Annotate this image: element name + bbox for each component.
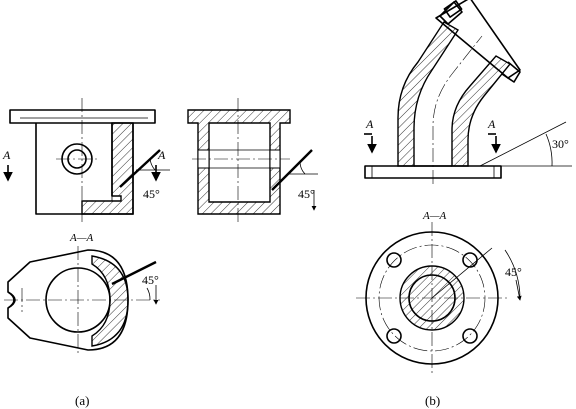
angle-label-section-a: 45°	[142, 273, 159, 287]
section-marker-right-a: A	[151, 148, 166, 182]
section-marker-left-a: A	[2, 148, 13, 182]
section-view-label-a: A—A	[69, 232, 94, 244]
angle-annotation-section-a: 45°	[111, 260, 159, 305]
caption-b: (b)	[425, 393, 440, 408]
figure-a: A A 45°	[2, 98, 318, 408]
side-view-a	[187, 98, 291, 224]
angle-annotation-side-a: 45°	[271, 149, 318, 211]
section-marker-right-b: A	[487, 117, 501, 154]
front-view-a	[9, 98, 156, 224]
section-letter-left-b: A	[365, 117, 374, 131]
angle-annotation-front-a: 45°	[119, 149, 170, 201]
angle-annotation-section-b: 45°	[431, 247, 522, 301]
section-letter-right-b: A	[487, 117, 496, 131]
angle-label-side-a: 45°	[298, 187, 315, 201]
angle-label-front-b: 30°	[552, 137, 569, 151]
section-marker-left-b: A	[364, 117, 377, 154]
caption-a: (a)	[75, 393, 89, 408]
section-view-label-b: A—A	[422, 210, 447, 222]
section-letter-right-a: A	[157, 148, 166, 162]
figure-b: A A 30° A—A	[356, 0, 572, 408]
front-view-b	[364, 0, 521, 184]
angle-annotation-front-b: 30°	[479, 121, 572, 167]
section-view-b: A—A	[356, 210, 508, 374]
section-view-a: A—A	[4, 232, 160, 356]
angle-label-section-b: 45°	[505, 265, 522, 279]
angle-label-front-a: 45°	[143, 187, 160, 201]
section-letter-left-a: A	[2, 148, 11, 162]
